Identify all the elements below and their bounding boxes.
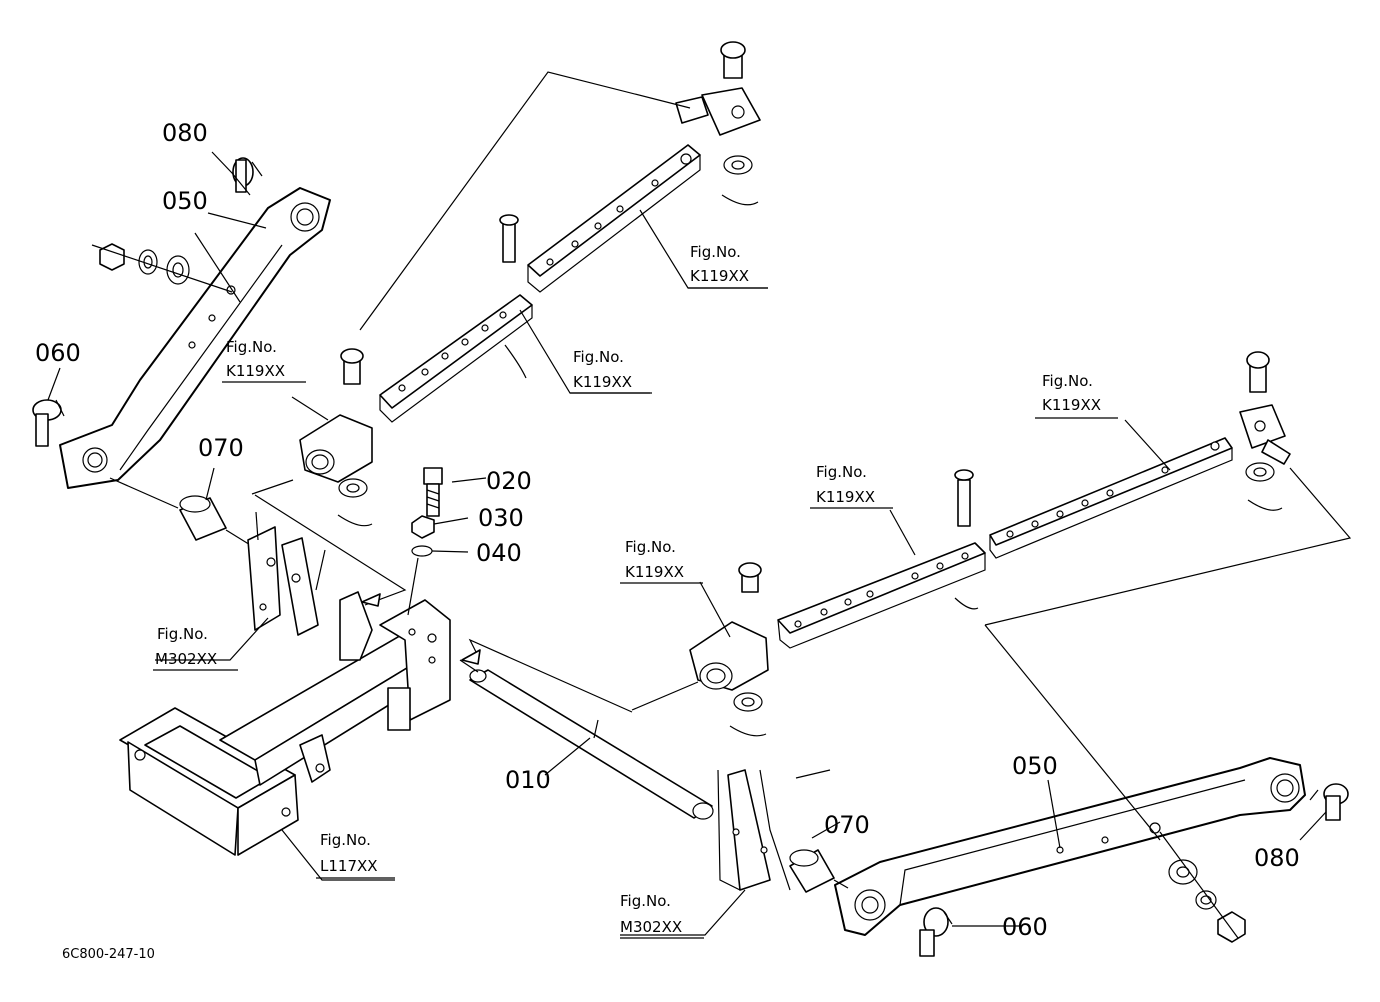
fig-ref-code: K119XX — [816, 488, 875, 506]
left-nut-washers — [91, 243, 233, 293]
fig-ref-right-mid-bar: Fig.No. K119XX — [816, 463, 875, 506]
fig-ref-code: K119XX — [625, 563, 684, 581]
fig-ref-right-bar: Fig.No. K119XX — [1042, 372, 1101, 414]
left-mounting-bracket — [247, 511, 326, 636]
label-070-right: 070 — [824, 811, 870, 839]
fig-ref-code: M302XX — [620, 918, 682, 936]
label-060-right: 060 — [1002, 913, 1048, 941]
fig-ref-title: Fig.No. — [573, 348, 624, 366]
fig-ref-upper-right-bar: Fig.No. K119XX — [690, 243, 749, 285]
cross-shaft-010 — [459, 659, 714, 820]
fig-ref-upper-mid-bar: Fig.No. K119XX — [573, 348, 632, 391]
fig-ref-underlines — [153, 287, 1118, 939]
fig-ref-code: K119XX — [1042, 396, 1101, 414]
right-lynch-pin-060 — [919, 907, 953, 957]
fig-ref-code: L117XX — [320, 857, 378, 875]
fig-ref-right-bracket: Fig.No. M302XX — [620, 892, 682, 936]
fig-ref-left-bracket: Fig.No. M302XX — [155, 625, 217, 668]
fig-ref-code: K119XX — [690, 267, 749, 285]
fig-ref-title: Fig.No. — [625, 538, 676, 556]
fig-ref-title: Fig.No. — [620, 892, 671, 910]
label-060-left: 060 — [35, 339, 81, 367]
label-050-right: 050 — [1012, 752, 1058, 780]
right-mounting-bracket — [717, 769, 831, 891]
left-lower-link — [59, 187, 331, 489]
right-lynch-pin-080 — [1309, 783, 1349, 821]
fig-ref-title: Fig.No. — [816, 463, 867, 481]
label-010: 010 — [505, 766, 551, 794]
fig-ref-code: K119XX — [573, 373, 632, 391]
label-040: 040 — [476, 539, 522, 567]
right-bushing-070 — [789, 849, 849, 893]
fig-ref-title: Fig.No. — [320, 831, 371, 849]
label-030: 030 — [478, 504, 524, 532]
left-lynch-pin-080 — [232, 157, 263, 193]
label-020: 020 — [486, 467, 532, 495]
fig-ref-code: K119XX — [226, 362, 285, 380]
right-nut-washers — [1159, 831, 1246, 943]
fig-ref-right-clevis: Fig.No. K119XX — [625, 538, 684, 581]
left-lynch-pin-060 — [32, 399, 65, 447]
fig-ref-upper-left-clevis: Fig.No. K119XX — [226, 338, 285, 380]
label-080-right: 080 — [1254, 844, 1300, 872]
document-code: 6C800-247-10 — [62, 947, 155, 962]
upper-left-stabilizer — [299, 41, 761, 527]
fig-ref-hitch-frame: Fig.No. L117XX — [320, 831, 378, 875]
label-050-left: 050 — [162, 187, 208, 215]
bolt-nut-washer — [407, 467, 443, 616]
right-stabilizer — [689, 351, 1291, 737]
fig-ref-code: M302XX — [155, 650, 217, 668]
fig-ref-title: Fig.No. — [157, 625, 208, 643]
fig-ref-title: Fig.No. — [226, 338, 277, 356]
label-070-left: 070 — [198, 434, 244, 462]
left-bushing-070 — [109, 477, 269, 557]
right-lower-link — [834, 757, 1306, 936]
fig-ref-title: Fig.No. — [1042, 372, 1093, 390]
leader-lines — [47, 71, 1352, 936]
hitch-frame — [119, 591, 451, 856]
fig-ref-title: Fig.No. — [690, 243, 741, 261]
label-080-left: 080 — [162, 119, 208, 147]
